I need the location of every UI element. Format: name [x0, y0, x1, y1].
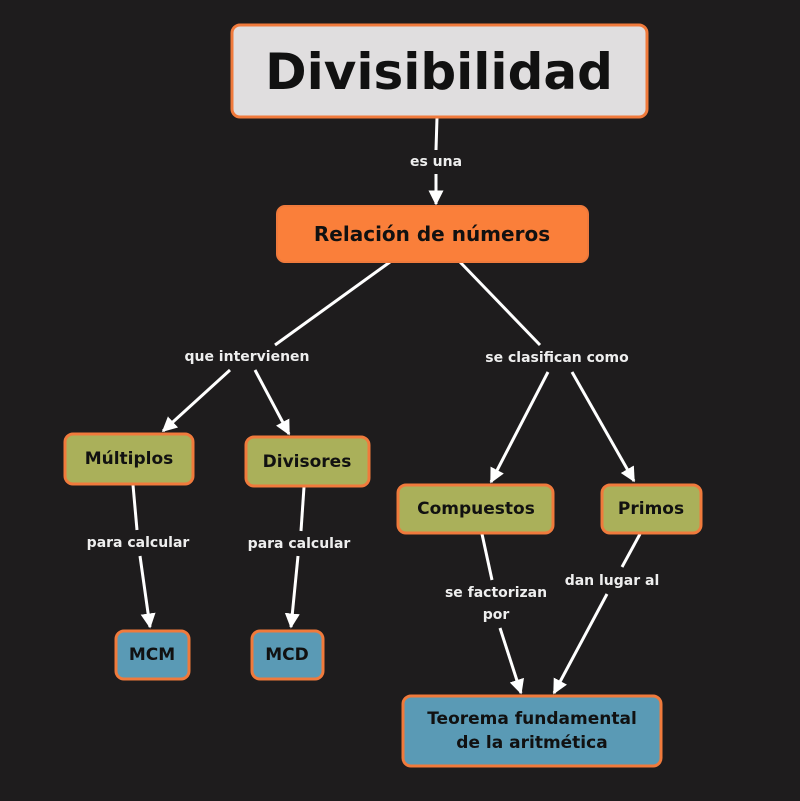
link-label-dan-lugar: dan lugar al [565, 573, 660, 589]
node-box [401, 694, 663, 768]
node-label-line1: Teorema fundamental [427, 709, 637, 729]
link-label-se-factorizan: se factorizan [445, 585, 547, 601]
node-mcm[interactable]: MCM [114, 629, 191, 681]
link-label-se-clasifican: se clasifican como [485, 350, 629, 366]
node-box [114, 629, 191, 681]
node-label: MCD [265, 645, 309, 665]
edge [274, 260, 391, 347]
node-label: Relación de números [314, 222, 550, 246]
edge [480, 533, 494, 581]
node-label: MCM [129, 645, 175, 665]
node-multiplos[interactable]: Múltiplos [63, 432, 195, 486]
node-box [63, 432, 195, 486]
node-label: Compuestos [417, 499, 535, 519]
node-mcd[interactable]: MCD [250, 629, 325, 681]
node-teorema-fundamental[interactable]: Teorema fundamental de la aritmética [401, 694, 663, 768]
node-label: Múltiplos [85, 449, 174, 469]
node-label-line2: de la aritmética [456, 733, 607, 753]
node-label: Divisores [263, 452, 352, 472]
edge [434, 117, 439, 151]
arrow [138, 555, 156, 629]
node-box [600, 483, 703, 535]
link-label-se-factorizan-por: por [483, 607, 510, 623]
node-divisores[interactable]: Divisores [244, 435, 371, 488]
node-divisibilidad[interactable]: Divisibilidad [230, 23, 649, 119]
link-label-que-intervienen: que intervienen [184, 349, 309, 365]
arrow [570, 371, 636, 483]
node-title: Divisibilidad [265, 43, 613, 101]
node-box [276, 205, 589, 263]
arrow [253, 369, 291, 436]
arrow [552, 593, 609, 695]
node-box [230, 23, 649, 119]
edges [131, 117, 642, 695]
node-relacion-de-numeros[interactable]: Relación de números [276, 205, 589, 263]
arrow [161, 368, 232, 433]
edge [131, 484, 139, 531]
arrow [284, 555, 300, 629]
edge [299, 486, 306, 532]
node-box [250, 629, 325, 681]
link-label-para-calcular: para calcular [248, 536, 351, 552]
arrow [498, 627, 524, 695]
node-box [396, 483, 555, 535]
node-primos[interactable]: Primos [600, 483, 703, 535]
node-label: Primos [618, 499, 684, 519]
arrow [489, 371, 550, 484]
link-label-para-calcular: para calcular [87, 535, 190, 551]
edge [458, 260, 542, 347]
link-label-es-una: es una [410, 154, 462, 170]
node-compuestos[interactable]: Compuestos [396, 483, 555, 535]
node-box [244, 435, 371, 488]
edge [620, 533, 642, 568]
